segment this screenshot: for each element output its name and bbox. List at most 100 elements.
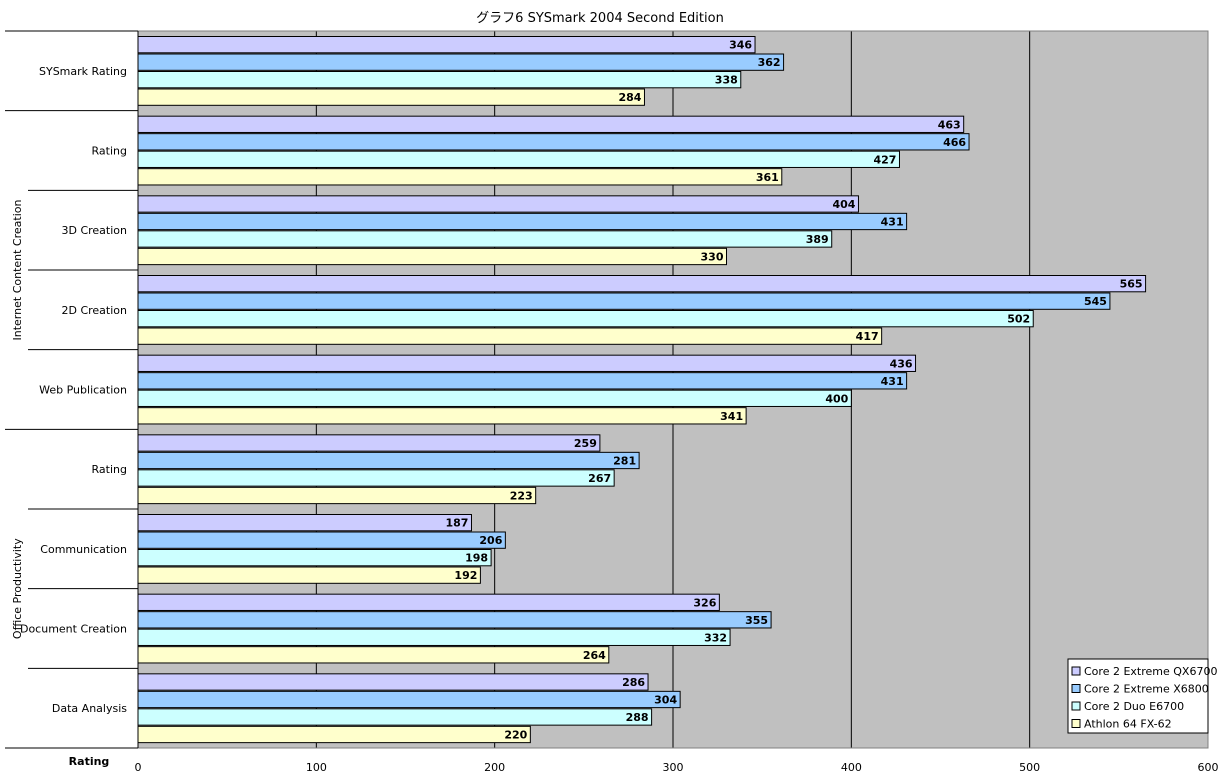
bar[interactable]: [137, 531, 506, 549]
bar[interactable]: [137, 486, 537, 505]
data-label: 264: [583, 649, 606, 662]
data-label: 326: [693, 596, 716, 609]
legend-entry[interactable]: Core 2 Extreme X6800: [1084, 683, 1209, 696]
bar[interactable]: [137, 168, 783, 186]
category-label: 2D Creation: [61, 304, 127, 317]
data-label: 417: [856, 330, 879, 343]
bar[interactable]: [137, 195, 859, 213]
legend-box: [1067, 658, 1209, 734]
bar[interactable]: [137, 593, 720, 611]
category-label: Data Analysis: [52, 702, 127, 715]
legend-swatch[interactable]: [1071, 666, 1081, 676]
axes: [5, 30, 139, 749]
bar[interactable]: [137, 71, 742, 89]
data-label: 463: [938, 118, 961, 131]
data-label: 286: [622, 676, 645, 689]
bar[interactable]: [137, 389, 852, 407]
data-label: 284: [618, 91, 641, 104]
group-label: Internet Content Creation: [11, 199, 24, 340]
legend-entry[interactable]: Athlon 64 FX-62: [1084, 718, 1172, 731]
bar[interactable]: [137, 212, 908, 231]
bar[interactable]: [137, 434, 601, 452]
bar[interactable]: [137, 469, 615, 487]
x-axis-title: Rating: [69, 755, 110, 768]
bar[interactable]: [137, 133, 970, 151]
category-label: Rating: [92, 463, 127, 476]
data-label: 281: [613, 454, 636, 467]
bar[interactable]: [137, 247, 727, 266]
data-label: 436: [890, 357, 913, 370]
bar[interactable]: [137, 646, 610, 664]
data-label: 431: [881, 375, 904, 388]
bar[interactable]: [137, 354, 917, 372]
data-label: 361: [756, 171, 779, 184]
legend-swatch[interactable]: [1071, 684, 1081, 693]
legend-swatch[interactable]: [1071, 701, 1081, 711]
data-label: 187: [446, 517, 469, 530]
data-label: 565: [1120, 278, 1143, 291]
data-label: 355: [745, 614, 768, 627]
bar[interactable]: [137, 451, 640, 470]
data-label: 304: [654, 693, 677, 706]
data-label: 341: [720, 410, 743, 423]
category-label: SYSmark Rating: [39, 65, 127, 78]
category-label: Web Publication: [39, 384, 127, 397]
bar[interactable]: [137, 628, 731, 646]
bar[interactable]: [137, 275, 1147, 293]
legend-entry[interactable]: Core 2 Duo E6700: [1084, 700, 1184, 713]
data-label: 223: [510, 489, 533, 502]
data-label: 427: [874, 153, 897, 166]
data-label: 338: [715, 74, 738, 87]
bar[interactable]: [137, 673, 649, 691]
bar[interactable]: [137, 36, 756, 54]
bar[interactable]: [137, 327, 883, 345]
data-label: 288: [626, 711, 649, 724]
chart-title: グラフ6 SYSmark 2004 Second Edition: [476, 11, 724, 26]
bar[interactable]: [137, 611, 772, 629]
bar[interactable]: [137, 88, 645, 106]
bar[interactable]: [137, 690, 681, 709]
category-label: 3D Creation: [61, 224, 127, 237]
bar[interactable]: [137, 372, 908, 390]
data-label: 259: [574, 437, 597, 450]
data-label: 389: [806, 233, 829, 246]
x-tick-label: 300: [663, 761, 684, 774]
category-label: Rating: [92, 145, 127, 158]
data-label: 332: [704, 631, 727, 644]
x-tick-label: 400: [841, 761, 862, 774]
x-tick-label: 100: [306, 761, 327, 774]
x-tick-label: 500: [1019, 761, 1040, 774]
data-label: 404: [832, 198, 855, 211]
data-label: 220: [504, 728, 527, 741]
legend-swatch[interactable]: [1071, 719, 1081, 728]
bar[interactable]: [137, 708, 653, 726]
bar[interactable]: [137, 514, 472, 532]
bar[interactable]: [137, 115, 965, 133]
data-label: 346: [729, 39, 752, 52]
group-label: Office Productivity: [11, 538, 24, 639]
data-label: 192: [454, 569, 477, 582]
x-tick-label: 600: [1198, 761, 1219, 774]
bar[interactable]: [137, 150, 900, 168]
x-tick-label: 200: [484, 761, 505, 774]
bar[interactable]: [137, 310, 1034, 328]
category-label: Document Creation: [20, 623, 127, 636]
data-label: 466: [943, 136, 966, 149]
bar[interactable]: [137, 53, 785, 71]
bar[interactable]: [137, 292, 1111, 310]
data-label: 330: [701, 250, 724, 263]
bar[interactable]: [137, 566, 481, 584]
bar[interactable]: [137, 549, 492, 567]
legend-entry[interactable]: Core 2 Extreme QX6700: [1084, 665, 1217, 678]
bar[interactable]: [137, 230, 833, 248]
x-tick-label: 0: [135, 761, 142, 774]
data-label: 400: [825, 392, 848, 405]
data-label: 267: [588, 472, 611, 485]
data-label: 206: [479, 534, 502, 547]
bar[interactable]: [137, 407, 747, 425]
bar[interactable]: [137, 725, 531, 744]
plot-area: [137, 30, 1209, 749]
